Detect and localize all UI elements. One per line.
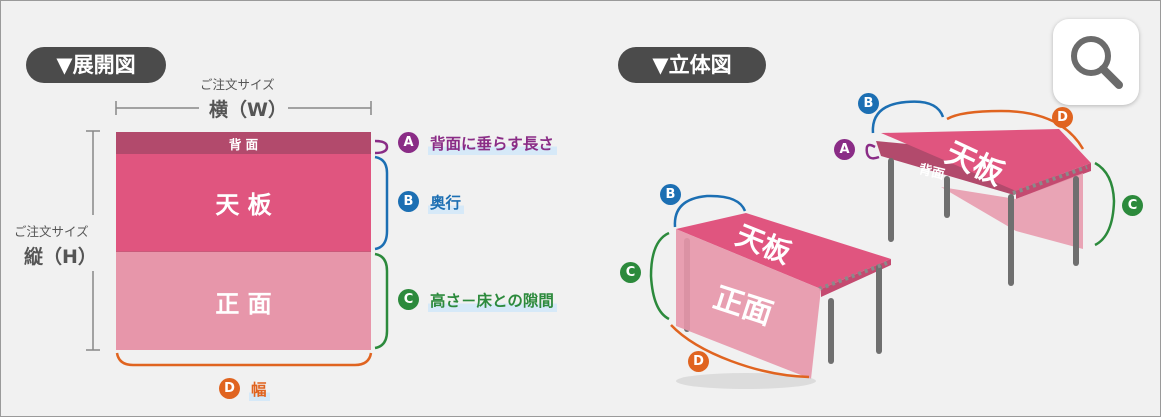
zoom-button[interactable] (1053, 19, 1139, 105)
height-custom-size-label: ご注文サイズ (14, 224, 89, 239)
annotation-d-text: 幅 (249, 378, 270, 401)
front-panel: 正 面 (116, 251, 371, 350)
height-label: 縦（H） (24, 246, 97, 268)
width-custom-size-label: ご注文サイズ (200, 77, 275, 92)
brace-c (374, 252, 389, 350)
3d-badge-a: A (834, 139, 855, 160)
3d-brace-b-back (871, 100, 945, 134)
annotation-c-text: 高さ－床との隙間 (428, 289, 557, 312)
3d-brace-a (865, 143, 880, 160)
width-label: 横（W） (209, 99, 287, 121)
3d-badge-b-front: B (660, 184, 681, 205)
badge-a: A (398, 132, 419, 153)
annotation-b-text: 奥行 (428, 191, 465, 214)
3d-brace-d-front (670, 324, 810, 379)
badge-c: C (398, 289, 419, 310)
front-table (676, 213, 891, 389)
3d-badge-c-back: C (1122, 195, 1143, 216)
flat-view-title: ▼展開図 (26, 47, 166, 83)
3d-brace-c-front (649, 231, 670, 321)
annotation-a-text: 背面に垂らす長さ (428, 132, 557, 155)
3d-badge-b-back: B (858, 93, 879, 114)
3d-brace-c-back (1094, 161, 1116, 247)
badge-b: B (398, 191, 419, 212)
back-table (876, 129, 1091, 286)
badge-d: D (219, 378, 240, 399)
3d-brace-b-front (673, 194, 747, 228)
brace-b (374, 155, 389, 251)
3d-badge-c-front: C (620, 262, 641, 283)
3d-view-title: ▼立体図 (618, 47, 766, 83)
3d-badge-d-back: D (1052, 107, 1073, 128)
back-panel: 背 面 (116, 132, 371, 154)
top-panel: 天 板 (116, 154, 371, 251)
magnifier-icon (1071, 36, 1123, 89)
brace-a (374, 139, 389, 155)
3d-badge-d-front: D (688, 351, 709, 372)
3d-brace-d-back (946, 109, 1085, 150)
brace-d (115, 352, 373, 367)
